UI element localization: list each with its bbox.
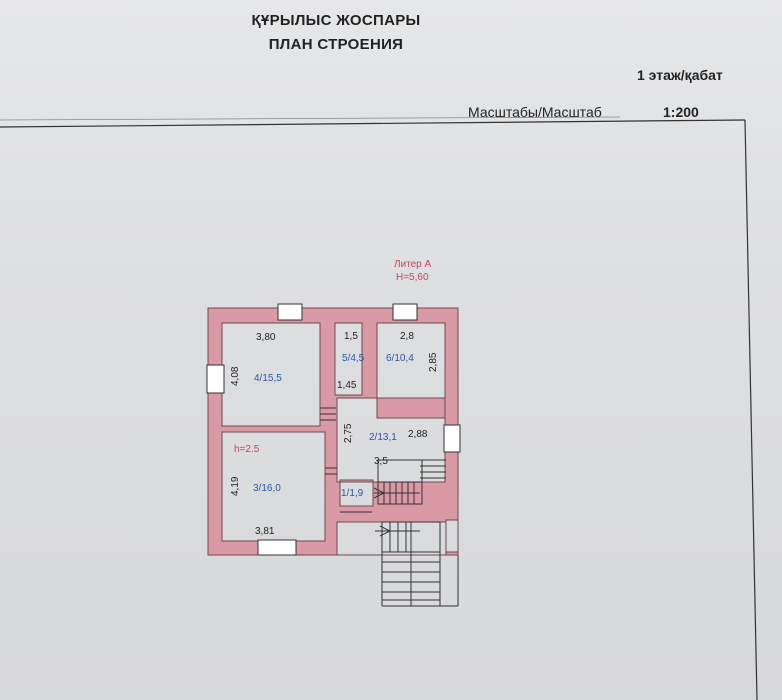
room-6-area: 6/10,4: [386, 353, 414, 364]
room-2-width: 2,88: [408, 429, 428, 440]
ceiling-height-label: h=2.5: [234, 444, 260, 455]
building-height-label: Н=5,60: [396, 272, 429, 283]
drawing-frame: [0, 116, 758, 700]
scale-value: 1:200: [663, 104, 699, 120]
floor-label: 1 этаж/қабат: [637, 67, 723, 83]
room-5-length: 1,45: [337, 380, 357, 391]
scale-label: Масштабы/Масштаб: [468, 104, 602, 120]
room-4-length: 4,08: [230, 366, 241, 386]
title-russian: ПЛАН СТРОЕНИЯ: [268, 36, 404, 53]
room-1-area: 1/1,9: [341, 488, 364, 499]
room-3-area: 3/16,0: [253, 483, 281, 494]
room-2-extra: 3,5: [374, 456, 388, 467]
room-6-width: 2,8: [400, 331, 414, 342]
title-kazakh: ҚҰРЫЛЫС ЖОСПАРЫ: [251, 12, 421, 29]
room-2-length: 2,75: [343, 423, 354, 443]
room-5-width: 1,5: [344, 331, 358, 342]
room-4-width: 3,80: [256, 332, 276, 343]
internal-stairs: [373, 459, 446, 505]
windows: [206, 303, 461, 556]
room-6-length: 2,85: [428, 352, 439, 372]
room-2-area: 2/13,1: [369, 432, 397, 443]
room-5-area: 5/4,5: [342, 353, 365, 364]
room-4-area: 4/15,5: [254, 373, 282, 384]
door-marks: [320, 407, 372, 513]
liter-label: Литер А: [394, 259, 432, 270]
room-3-width: 3,81: [255, 526, 275, 537]
external-stairs: [375, 521, 459, 607]
room-3-length: 4,19: [230, 476, 241, 496]
